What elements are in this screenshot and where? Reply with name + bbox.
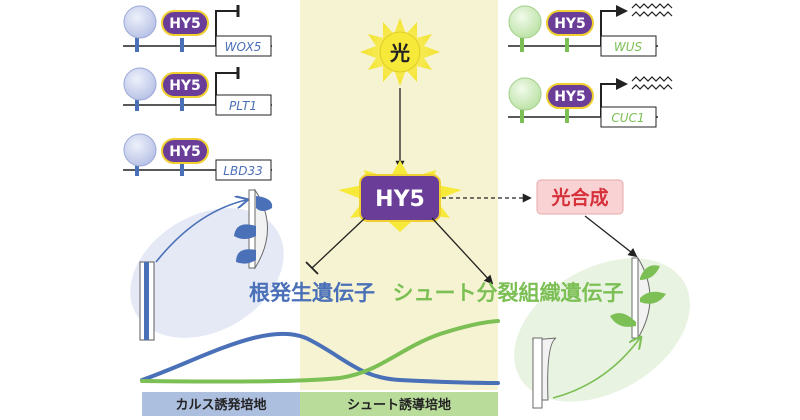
transcript-wave-icon (631, 3, 673, 17)
root-explant-illustration (130, 188, 284, 341)
light-label: 光 (389, 41, 410, 65)
promoter-cassette-wus: HY5 WUS (508, 3, 673, 57)
root-primordium-icon (234, 224, 256, 239)
root-gene-expression-curve (140, 331, 500, 385)
photosynthesis-label: 光合成 (550, 186, 608, 209)
hy5-protein-label: HY5 (169, 16, 201, 32)
shoot-bud-icon (640, 265, 660, 280)
shoot-explant-illustration (514, 256, 690, 409)
promoter-cassette-cuc1: HY5 CUC1 (508, 76, 673, 128)
root-primordium-icon (236, 249, 256, 264)
hy5-protein-label: HY5 (169, 78, 201, 94)
shoot-medium-label: シュート誘導培地 (347, 397, 451, 413)
shoot-gene-expression-curve (140, 319, 500, 384)
photosynthesis-box: 光合成 (536, 179, 624, 215)
shoot-genes-label: シュート分裂組織遺伝子 (393, 281, 624, 305)
promoter-cassette-plt1: HY5 PLT1 (123, 67, 272, 116)
shoot-medium-bar (300, 392, 498, 416)
gene-label-wox5: WOX5 (225, 40, 262, 54)
hy5-protein-label: HY5 (554, 89, 586, 105)
media-bar: カルス誘発培地 シュート誘導培地 (142, 392, 498, 416)
callus-medium-bar (142, 392, 300, 416)
promoter-cassette-lbd33: HY5 LBD33 (123, 133, 272, 181)
gene-label-cuc1: CUC1 (611, 111, 644, 125)
root-genes-label: 根発生遺伝子 (249, 281, 375, 305)
gene-label-wus: WUS (614, 40, 643, 54)
gene-label-plt1: PLT1 (229, 99, 257, 113)
promoter-cassette-wox5: HY5 WOX5 (123, 5, 272, 57)
hy5-protein-label: HY5 (169, 144, 201, 160)
transcript-wave-icon (631, 76, 673, 90)
hy5-main-label: HY5 (375, 187, 425, 212)
root-primordium-icon (256, 196, 273, 211)
right-gene-cassettes: HY5 WUS HY5 CUC1 (508, 3, 673, 128)
shoot-bud-icon (610, 313, 636, 327)
callus-medium-label: カルス誘発培地 (175, 397, 266, 413)
light-sun-icon: 光 (360, 18, 440, 86)
shoot-bud-icon (640, 291, 666, 304)
left-gene-cassettes: HY5 WOX5 HY5 PLT1 HY5 (123, 5, 272, 181)
hy5-protein-label: HY5 (554, 16, 586, 32)
gene-label-lbd33: LBD33 (223, 164, 262, 178)
hy5-central-node: HY5 (338, 160, 462, 232)
